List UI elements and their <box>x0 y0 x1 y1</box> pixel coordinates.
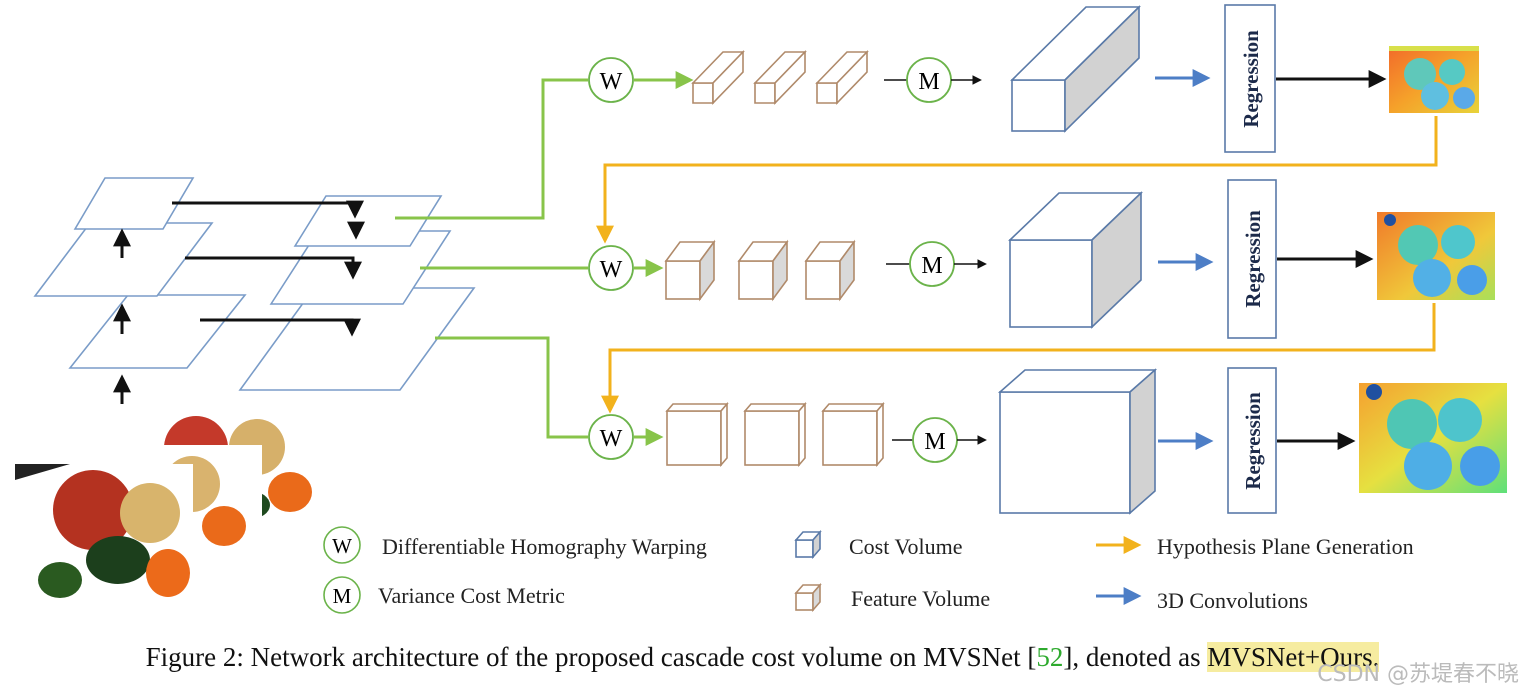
warp-op-label: W <box>600 426 623 452</box>
depth-map-stage-1 <box>1389 46 1479 113</box>
caption-prefix: Figure 2: Network architecture of the pr… <box>145 642 1037 672</box>
legend-conv3d-text: 3D Convolutions <box>1157 588 1308 613</box>
feature-pyramid-left <box>33 177 247 369</box>
output-arrows <box>1276 70 1387 450</box>
metric-op-label: M <box>921 253 942 279</box>
pyramid-left-level-1 <box>73 177 195 230</box>
watermark: CSDN @苏堤春不晓 <box>1317 662 1519 687</box>
metric-op-stage-1: M <box>884 57 982 103</box>
metric-op-stage-3: M <box>892 417 987 463</box>
legend-cost-volume: Cost Volume <box>794 529 963 560</box>
feature-volumes-stage-1 <box>691 50 869 105</box>
caption-reference-link[interactable]: 52 <box>1036 642 1064 672</box>
pyramid-right-level-3 <box>238 287 476 391</box>
legend: W Differentiable Homography Warping M Va… <box>323 526 1414 614</box>
legend-warp-text: Differentiable Homography Warping <box>382 534 707 559</box>
regression-box-stage-1: Regression <box>1224 4 1276 153</box>
legend-warp: W Differentiable Homography Warping <box>323 526 707 564</box>
warp-op-label: W <box>600 69 623 95</box>
legend-metric-symbol: M <box>333 584 352 608</box>
figure-caption: Figure 2: Network architecture of the pr… <box>0 642 1525 673</box>
input-photo-front <box>15 464 193 600</box>
lateral-connections <box>172 200 365 337</box>
caption-method-name: MVSNet+Ours. <box>1207 642 1380 672</box>
feature-volumes-stage-2 <box>664 239 856 302</box>
warp-op-label: W <box>600 257 623 283</box>
legend-feature-volume-text: Feature Volume <box>851 586 990 611</box>
legend-feature-volume: Feature Volume <box>794 582 990 613</box>
legend-metric: M Variance Cost Metric <box>323 576 565 614</box>
cost-volume-stage-3 <box>997 368 1158 515</box>
regression-label: Regression <box>1239 30 1263 128</box>
feature-flow-paths <box>395 71 694 446</box>
legend-cost-volume-text: Cost Volume <box>849 534 963 559</box>
warp-ops: W W W <box>588 57 634 460</box>
depth-map-stage-3 <box>1359 383 1507 493</box>
caption-middle: ], denoted as <box>1063 642 1208 672</box>
warp-op-stage-1: W <box>588 57 634 103</box>
metric-op-label: M <box>924 429 945 455</box>
legend-warp-symbol: W <box>332 534 352 558</box>
regression-box-stage-2: Regression <box>1227 179 1277 339</box>
legend-hypothesis-text: Hypothesis Plane Generation <box>1157 534 1414 559</box>
legend-metric-text: Variance Cost Metric <box>378 583 565 608</box>
depth-map-stage-2 <box>1377 212 1495 300</box>
input-images <box>15 416 320 600</box>
regression-label: Regression <box>1241 392 1265 490</box>
warp-op-stage-2: W <box>588 245 634 291</box>
metric-op-stage-2: M <box>886 241 987 287</box>
architecture-diagram: W W W <box>15 4 1507 614</box>
feature-volumes-stage-3 <box>665 401 885 468</box>
cost-volume-stage-2 <box>1008 191 1143 329</box>
conv3d-arrows <box>1155 69 1214 450</box>
regression-box-stage-3: Regression <box>1227 367 1277 514</box>
regression-label: Regression <box>1241 210 1265 308</box>
pyramid-left-level-3 <box>68 294 247 369</box>
pyramid-left-level-2 <box>33 222 214 297</box>
warp-op-stage-3: W <box>588 414 634 460</box>
hypothesis-paths <box>596 116 1438 414</box>
legend-conv3d: 3D Convolutions <box>1096 587 1308 613</box>
cost-volume-stage-1 <box>1010 5 1141 133</box>
legend-hypothesis: Hypothesis Plane Generation <box>1096 534 1414 559</box>
metric-ops: M M M <box>884 57 987 463</box>
metric-op-label: M <box>918 69 939 95</box>
pyramid-right-level-1 <box>293 195 443 247</box>
